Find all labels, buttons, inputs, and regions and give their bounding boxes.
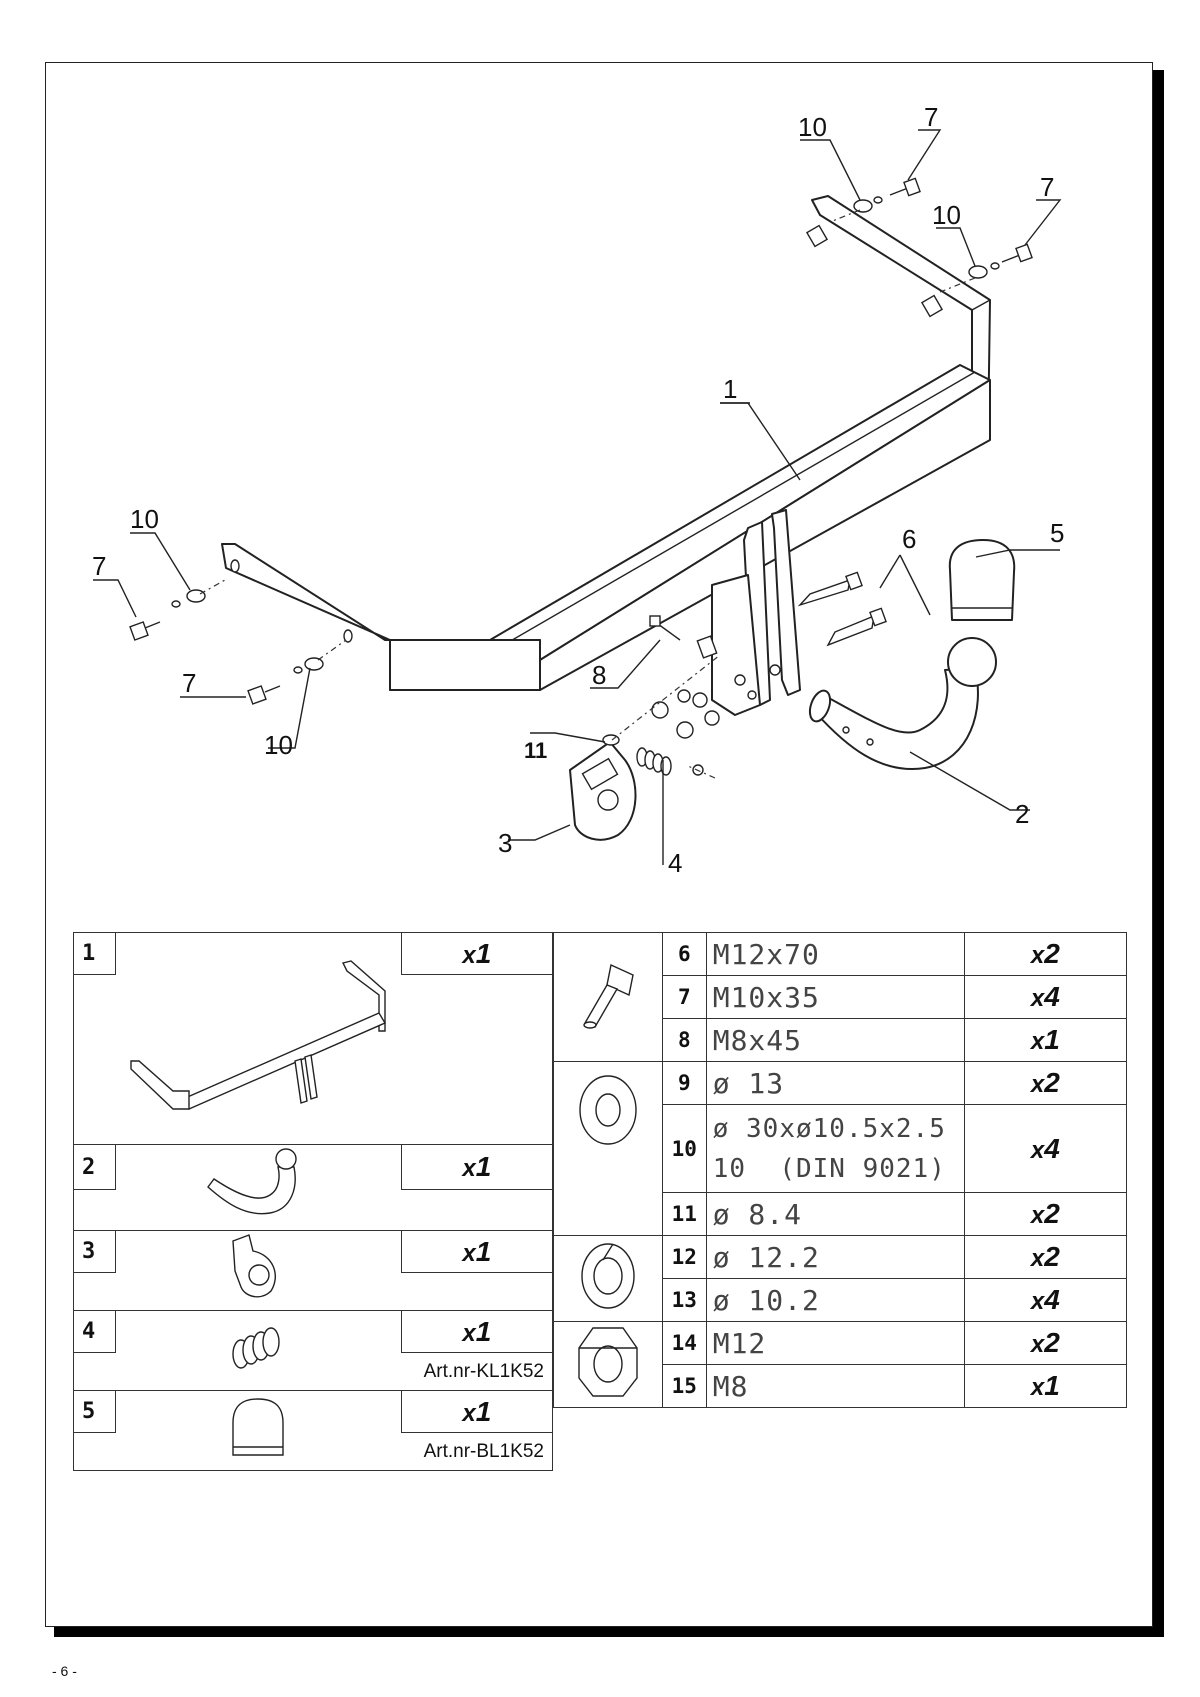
- washer-30-a: [853, 199, 873, 213]
- bolt-m10-left-b: [247, 685, 281, 705]
- part-qty-3: x1: [400, 1230, 554, 1273]
- nut-group-image: [553, 1321, 663, 1408]
- bolt-m8: [649, 615, 718, 659]
- nut-icon: [578, 1327, 638, 1397]
- part-qty-11: x2: [963, 1192, 1128, 1236]
- parts-list-left: 1 x1 2 x1 3: [73, 932, 554, 1471]
- bolt-m10-top-a: [889, 177, 921, 197]
- part-number-10: 10: [661, 1104, 707, 1193]
- part-number-5: 5: [73, 1390, 116, 1433]
- part-number-8: 8: [661, 1018, 707, 1062]
- callout-5: 5: [1050, 518, 1064, 548]
- part-1-image: [115, 932, 402, 1145]
- callout-3: 3: [498, 828, 512, 858]
- callout-7-left-a: 7: [92, 551, 106, 581]
- part-qty-10: x4: [963, 1104, 1128, 1193]
- bolt-m12-a: [797, 571, 863, 607]
- tow-ball: [947, 637, 997, 687]
- part-qty-9: x2: [963, 1061, 1128, 1105]
- washer-30-c: [186, 589, 206, 603]
- part-spec-14: M12: [705, 1321, 965, 1365]
- socket-plate-thumbnail: [232, 1234, 277, 1298]
- spring-washer-icon: [581, 1243, 635, 1309]
- part-qty-6: x2: [963, 932, 1128, 976]
- bolt-icon: [583, 963, 634, 1029]
- exploded-assembly-drawing: 1 2 3 4 5 6 7 7 7 7 8 10 10 10 10 11: [92, 102, 1064, 878]
- washer-icon: [579, 1075, 637, 1145]
- callout-10-left-a: 10: [130, 504, 159, 534]
- bolt-m12-b: [826, 607, 887, 647]
- callout-10-top-b: 10: [932, 200, 961, 230]
- part-spec-15: M8: [705, 1364, 965, 1408]
- part-spec-8: M8x45: [705, 1018, 965, 1062]
- part-spec-6: M12x70: [705, 932, 965, 976]
- hitch-plate-back: [771, 509, 801, 696]
- part-spec-13: ø 10.2: [705, 1278, 965, 1322]
- part-number-1: 1: [73, 932, 116, 975]
- part-number-15: 15: [661, 1364, 707, 1408]
- part-number-11: 11: [661, 1192, 707, 1236]
- callout-10-left-b: 10: [264, 730, 293, 760]
- bolt-m10-top-b: [1001, 243, 1033, 263]
- callout-6: 6: [902, 524, 916, 554]
- part-4-image: [115, 1310, 402, 1391]
- part-spec-7: M10x35: [705, 975, 965, 1019]
- part-qty-7: x4: [963, 975, 1128, 1019]
- ball-cap-thumbnail: [232, 1398, 284, 1456]
- part-3-image: [115, 1230, 402, 1311]
- page-number: - 6 -: [52, 1663, 77, 1679]
- callout-2: 2: [1015, 799, 1029, 829]
- part-spec-9: ø 13: [705, 1061, 965, 1105]
- part-number-14: 14: [661, 1321, 707, 1365]
- ball-neck-thumbnail: [207, 1148, 297, 1215]
- callout-4: 4: [668, 848, 682, 878]
- tow-bar-frame-thumbnail: [130, 960, 387, 1110]
- part-qty-12: x2: [963, 1235, 1128, 1279]
- part-2-image: [115, 1144, 402, 1231]
- callout-8: 8: [592, 660, 606, 690]
- part-qty-4: x1: [400, 1310, 554, 1353]
- part-qty-8: x1: [963, 1018, 1128, 1062]
- part-spec-11: ø 8.4: [705, 1192, 965, 1236]
- part-article-number-4: Art.nr-KL1K52: [401, 1352, 554, 1391]
- callout-7-left-b: 7: [182, 668, 196, 698]
- ball-neck: [815, 667, 979, 770]
- part-qty-14: x2: [963, 1321, 1128, 1365]
- part-number-3: 3: [73, 1230, 116, 1273]
- bolt-group-image: [553, 932, 663, 1062]
- part-number-2: 2: [73, 1143, 116, 1191]
- part-number-12: 12: [661, 1235, 707, 1279]
- part-spec-12: ø 12.2: [705, 1235, 965, 1279]
- part-number-7: 7: [661, 975, 707, 1019]
- part-qty-2: x1: [400, 1143, 554, 1191]
- callout-7-top-a: 7: [924, 102, 938, 132]
- callout-11: 11: [524, 738, 547, 763]
- part-spec-10: ø 30xø10.5x2.5 10 (DIN 9021): [705, 1104, 965, 1193]
- ball-cap: [948, 539, 1016, 621]
- washer-group-image: [553, 1061, 663, 1236]
- part-number-13: 13: [661, 1278, 707, 1322]
- callout-1: 1: [723, 374, 737, 404]
- callout-7-top-b: 7: [1040, 172, 1054, 202]
- spring-thumbnail: [232, 1327, 280, 1369]
- spring: [636, 747, 672, 776]
- callout-10-top-a: 10: [798, 112, 827, 142]
- part-qty-5: x1: [400, 1390, 554, 1433]
- parts-list-right: 6 M12x70 x2 7 M10x35 x4 8 M8x45 x1 9 ø 1…: [553, 932, 1128, 1408]
- part-number-6: 6: [661, 932, 707, 976]
- part-qty-1: x1: [400, 932, 554, 975]
- part-article-number-5: Art.nr-BL1K52: [401, 1432, 554, 1471]
- part-qty-15: x1: [963, 1364, 1128, 1408]
- part-number-9: 9: [661, 1061, 707, 1105]
- washer-30-b: [968, 265, 988, 279]
- part-number-4: 4: [73, 1310, 116, 1353]
- part-5-image: [115, 1390, 402, 1471]
- part-spec-10-line2: 10 (DIN 9021): [712, 1153, 946, 1184]
- part-spec-10-line1: ø 30xø10.5x2.5: [712, 1113, 946, 1144]
- bolt-m10-left-a: [129, 621, 161, 641]
- spring-washer-group-image: [553, 1235, 663, 1322]
- part-qty-13: x4: [963, 1278, 1128, 1322]
- washer-30-d: [304, 657, 324, 671]
